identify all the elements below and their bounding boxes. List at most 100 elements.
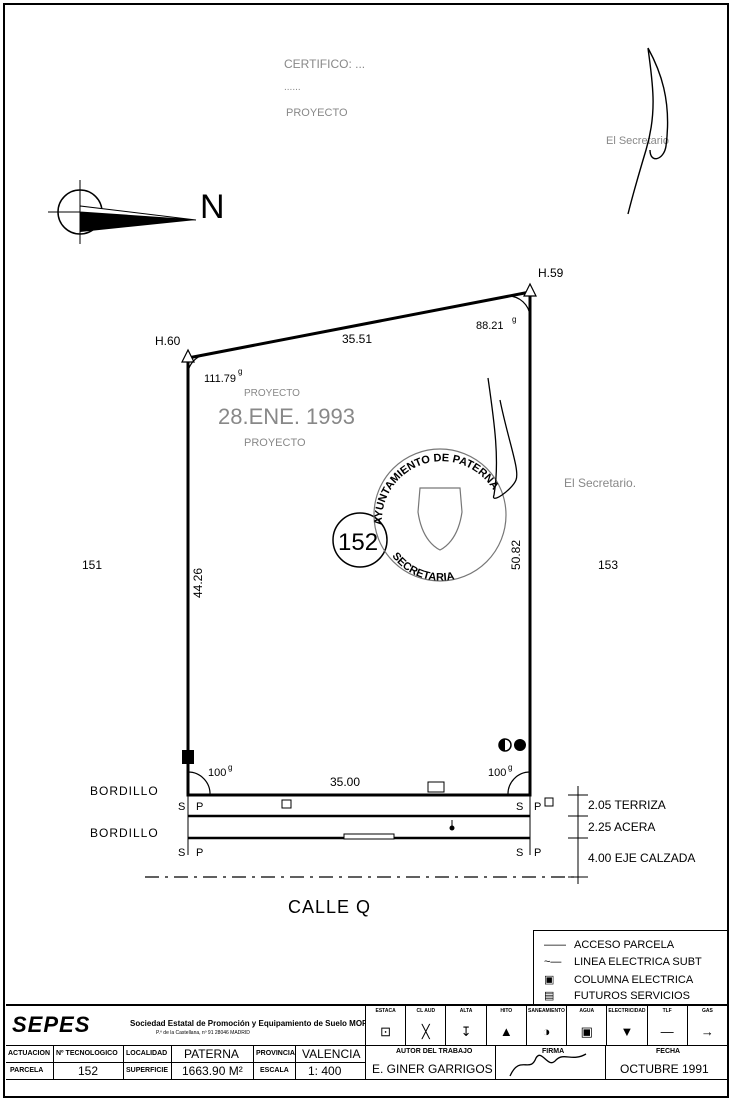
service-column: SANEAMIENTO ◑: [527, 1006, 568, 1045]
column-icon: ▣: [544, 974, 555, 986]
services-icon: ▤: [544, 990, 555, 1002]
service-icon: ⊡: [380, 1024, 392, 1039]
electric-column-icon: [182, 750, 194, 764]
dim-acera: 2.25 ACERA: [588, 820, 655, 834]
sp-left-bot-s: S: [178, 847, 185, 859]
service-label: CL AUD: [416, 1008, 436, 1014]
service-icon: →: [700, 1024, 714, 1039]
plot-boundary: H.59 H.60 111.79 88.21 100 100 g g g g 3…: [82, 266, 618, 797]
side-bottom-length: 35.00: [330, 775, 360, 789]
escala-label: ESCALA: [260, 1067, 289, 1074]
title-block: SEPES Sociedad Estatal de Promoción y Eq…: [6, 1004, 728, 1098]
access-icon: ——: [544, 939, 566, 951]
coat-of-arms-icon: [417, 487, 463, 551]
top-certification-stamp: CERTIFICO: ... ...... PROYECTO El Secret…: [284, 47, 669, 215]
actuacion-label: ACTUACION: [8, 1050, 50, 1057]
legend-item-columna: ▣ COLUMNA ELECTRICA: [544, 973, 693, 986]
company-cell: SEPES Sociedad Estatal de Promoción y Eq…: [6, 1006, 366, 1046]
company-address: P.º de la Castellana, nº 91 28046 MADRID: [156, 1030, 250, 1036]
water-icon: [514, 739, 526, 751]
stamp-proyecto: PROYECTO: [244, 437, 306, 449]
angle-h59: 88.21: [476, 320, 504, 332]
service-column: ALTA↧: [446, 1006, 487, 1045]
north-pointer-icon: [80, 212, 196, 232]
ntecnologico-label: Nº TECNOLOGICO: [56, 1050, 118, 1057]
dim-terriza: 2.05 TERRIZA: [588, 798, 666, 812]
plot-number: 152: [338, 529, 378, 556]
sp-left-bot-p: P: [196, 847, 203, 859]
fecha-value: OCTUBRE 1991: [620, 1062, 709, 1076]
service-column: ESTACA ⊡: [366, 1006, 407, 1045]
legend-label: COLUMNA ELECTRICA: [574, 974, 694, 986]
service-label: GAS: [701, 1008, 713, 1014]
legend-label: ACCESO PARCELA: [574, 939, 675, 951]
fecha-label: FECHA: [656, 1048, 681, 1055]
vertex-h60-label: H.60: [155, 334, 181, 348]
legend: ——ACCESO PARCELA ~—LINEA ELECTRICA SUBT …: [533, 930, 728, 1004]
service-column: TLF —: [648, 1006, 688, 1045]
sp-right-top-p: P: [534, 801, 541, 813]
stamp-proyecto-top: PROYECTO: [286, 107, 348, 119]
angle-unit-se: g: [508, 763, 512, 772]
sp-left-top-s: S: [178, 801, 185, 813]
bordillo-label-1: BORDILLO: [90, 784, 159, 798]
side-top-length: 35.51: [342, 332, 372, 346]
superficie-value: 1663.90 M²: [182, 1064, 243, 1078]
service-label: SANEAMIENTO: [528, 1008, 565, 1014]
signature-author: [509, 1053, 587, 1077]
service-icon: ╳: [421, 1024, 430, 1039]
parcela-label: PARCELA: [10, 1067, 44, 1074]
service-label: ELECTRICIDAD: [608, 1008, 646, 1014]
secretario-top: El Secretario: [606, 135, 669, 147]
parcela-value: 152: [78, 1064, 99, 1078]
firma-label: FIRMA: [542, 1048, 565, 1055]
localidad-label: LOCALIDAD: [126, 1050, 168, 1057]
angle-unit-sw: g: [228, 763, 232, 772]
service-icon: ▣: [580, 1024, 593, 1039]
angle-se: 100: [488, 767, 506, 779]
service-icon: ▲: [499, 1024, 513, 1039]
escala-value: 1: 400: [308, 1064, 342, 1078]
angle-unit-h60: g: [238, 367, 242, 376]
legend-item-futuros: ▤FUTUROS SERVICIOS: [544, 989, 690, 1002]
access-marker-icon: [427, 781, 445, 793]
legend-label: LINEA ELECTRICA SUBT: [574, 956, 702, 968]
service-column: CL AUD ╳: [406, 1006, 447, 1045]
dim-eje-calzada: 4.00 EJE CALZADA: [588, 851, 695, 865]
power-line-icon: ~—: [544, 956, 562, 968]
service-label: AGUA: [579, 1008, 595, 1014]
side-right-length: 50.82: [509, 540, 523, 570]
provincia-value: VALENCIA: [302, 1047, 361, 1061]
vertex-h59-label: H.59: [538, 266, 564, 280]
stamp-date: 28.ENE. 1993: [218, 404, 355, 429]
seal-text: AYUNTAMIENTO DE PATERNA: [373, 452, 501, 525]
seal-circle: [373, 448, 507, 582]
angle-unit-h59: g: [512, 315, 516, 324]
company-name: Sociedad Estatal de Promoción y Equipami…: [130, 1019, 366, 1028]
service-label: HITO: [500, 1008, 513, 1014]
service-label: ALTA: [459, 1008, 473, 1014]
superficie-label: SUPERFICIE: [126, 1067, 169, 1074]
vertex-marker-h60: [181, 348, 195, 363]
street-section: BORDILLO BORDILLO S P S P S P S P 2.05 T…: [90, 784, 695, 917]
north-arrow: N: [48, 180, 225, 244]
north-label: N: [200, 188, 225, 226]
sp-right-bot-p: P: [534, 847, 541, 859]
angle-h60: 111.79: [204, 373, 236, 385]
seal-bottom-text: SECRETARIA: [390, 550, 456, 583]
angle-sw: 100: [208, 767, 226, 779]
service-icon: ◑: [542, 1024, 551, 1039]
future-services-icon: [281, 799, 292, 809]
service-label: TLF: [662, 1008, 672, 1014]
legend-item-acceso: —— ACCESO PARCELA: [544, 939, 674, 951]
sp-right-bot-s: S: [516, 847, 523, 859]
service-column: GAS →: [688, 1006, 727, 1045]
street-light-icon: [449, 825, 455, 831]
service-icon: —: [660, 1024, 674, 1039]
autor-value: E. GINER GARRIGOS: [372, 1062, 493, 1076]
service-icon: ▼: [620, 1024, 634, 1039]
certifico-line-2: ......: [284, 82, 301, 93]
service-label: ESTACA: [375, 1008, 396, 1014]
neighbor-plot-151: 151: [82, 558, 102, 572]
